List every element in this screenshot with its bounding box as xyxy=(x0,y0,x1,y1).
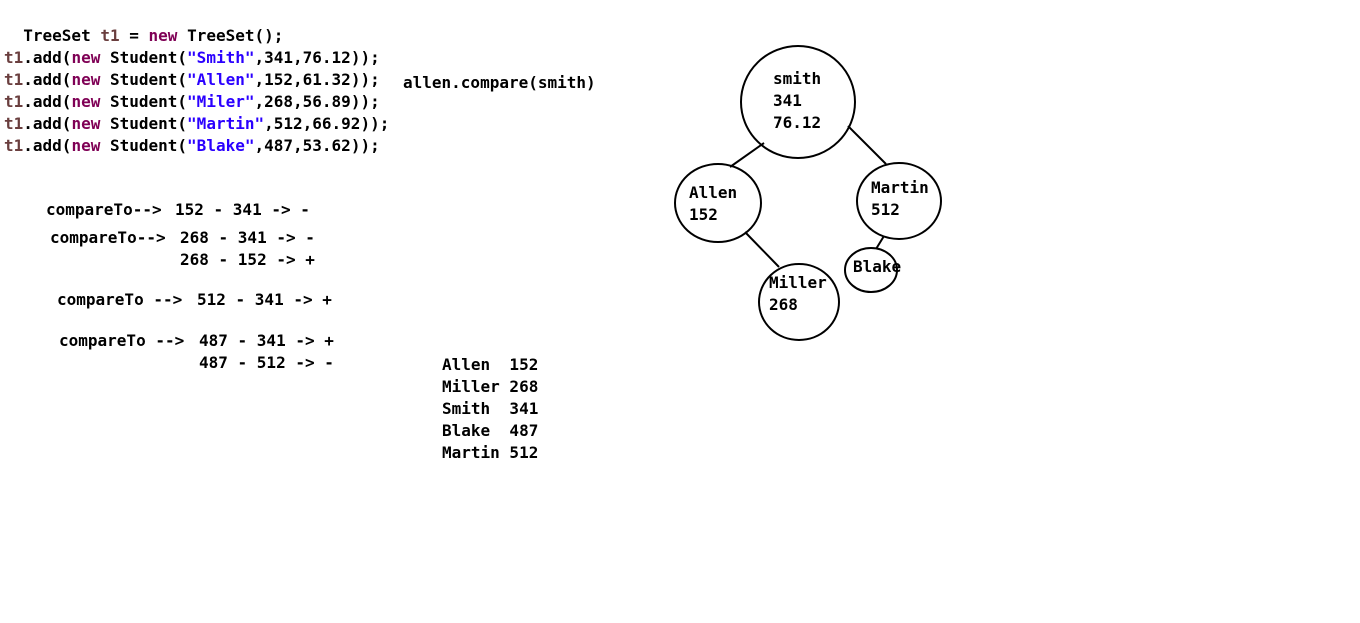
args-token: ,268,56.89)); xyxy=(254,92,380,111)
node-root-id: 341 xyxy=(773,91,802,110)
variable-token: t1 xyxy=(4,48,24,67)
code-add-line: t1.add(new Student("Blake",487,53.62)); xyxy=(4,135,380,157)
args-token: ,487,53.62)); xyxy=(254,136,380,155)
variable-token: t1 xyxy=(4,70,24,89)
compare-step: 152 - 341 -> - xyxy=(175,200,310,219)
code-declaration: TreeSet t1 = new TreeSet(); xyxy=(4,3,283,47)
method-token: .add( xyxy=(23,136,72,155)
node-allen-name: Allen xyxy=(689,183,738,202)
compare-step: 487 - 512 -> - xyxy=(199,353,334,372)
class-token: Student( xyxy=(100,70,188,89)
method-token: .add( xyxy=(23,92,72,111)
variable-token: t1 xyxy=(4,136,24,155)
compare-label: compareTo--> xyxy=(50,228,166,247)
sorted-output-item: Blake 487 xyxy=(442,421,539,440)
compare-step: 487 - 341 -> + xyxy=(199,331,334,350)
node-martin-name: Martin xyxy=(871,178,929,197)
keyword-token: new xyxy=(71,136,101,155)
args-token: ,512,66.92)); xyxy=(264,114,390,133)
compare-step: 268 - 341 -> - xyxy=(180,228,315,247)
code-add-line: t1.add(new Student("Miler",268,56.89)); xyxy=(4,91,380,113)
type-token: TreeSet xyxy=(23,26,91,45)
constructor-token: TreeSet(); xyxy=(187,26,284,45)
string-token: "Miler" xyxy=(187,92,255,111)
args-token: ,341,76.12)); xyxy=(254,48,380,67)
class-token: Student( xyxy=(100,92,188,111)
node-root-name: smith xyxy=(773,69,822,88)
assign-token: = xyxy=(129,26,139,45)
class-token: Student( xyxy=(100,114,188,133)
sorted-output-item: Miller 268 xyxy=(442,377,539,396)
node-allen-id: 152 xyxy=(689,205,718,224)
variable-token: t1 xyxy=(100,26,120,45)
node-root-score: 76.12 xyxy=(773,113,822,132)
code-add-line: t1.add(new Student("Martin",512,66.92)); xyxy=(4,113,389,135)
keyword-token: new xyxy=(71,48,101,67)
string-token: "Allen" xyxy=(187,70,255,89)
keyword-token: new xyxy=(71,92,101,111)
tree-edge xyxy=(744,231,780,268)
string-token: "Smith" xyxy=(187,48,255,67)
compare-step: 268 - 152 -> + xyxy=(180,250,315,269)
keyword-token: new xyxy=(71,114,101,133)
compare-step: 512 - 341 -> + xyxy=(197,290,332,309)
code-add-line: t1.add(new Student("Allen",152,61.32)); xyxy=(4,69,380,91)
class-token: Student( xyxy=(100,48,188,67)
variable-token: t1 xyxy=(4,114,24,133)
class-token: Student( xyxy=(100,136,188,155)
args-token: ,152,61.32)); xyxy=(254,70,380,89)
node-miller-id: 268 xyxy=(769,295,798,314)
string-token: "Blake" xyxy=(187,136,255,155)
sorted-output-item: Martin 512 xyxy=(442,443,539,462)
compare-label: compareTo--> xyxy=(46,200,162,219)
node-martin-id: 512 xyxy=(871,200,900,219)
keyword-token: new xyxy=(71,70,101,89)
keyword-token: new xyxy=(148,26,178,45)
compare-label: compareTo --> xyxy=(59,331,185,350)
compare-label: compareTo --> xyxy=(57,290,183,309)
tree-edge xyxy=(729,142,765,168)
side-note: allen.compare(smith) xyxy=(403,73,596,92)
string-token: "Martin" xyxy=(187,114,265,133)
node-miller-name: Miller xyxy=(769,273,827,292)
code-add-line: t1.add(new Student("Smith",341,76.12)); xyxy=(4,47,380,69)
tree-edge xyxy=(847,125,887,165)
variable-token: t1 xyxy=(4,92,24,111)
method-token: .add( xyxy=(23,70,72,89)
sorted-output-item: Smith 341 xyxy=(442,399,539,418)
method-token: .add( xyxy=(23,48,72,67)
node-blake-name: Blake xyxy=(853,257,902,276)
tree-edge xyxy=(875,235,885,250)
method-token: .add( xyxy=(23,114,72,133)
sorted-output-item: Allen 152 xyxy=(442,355,539,374)
